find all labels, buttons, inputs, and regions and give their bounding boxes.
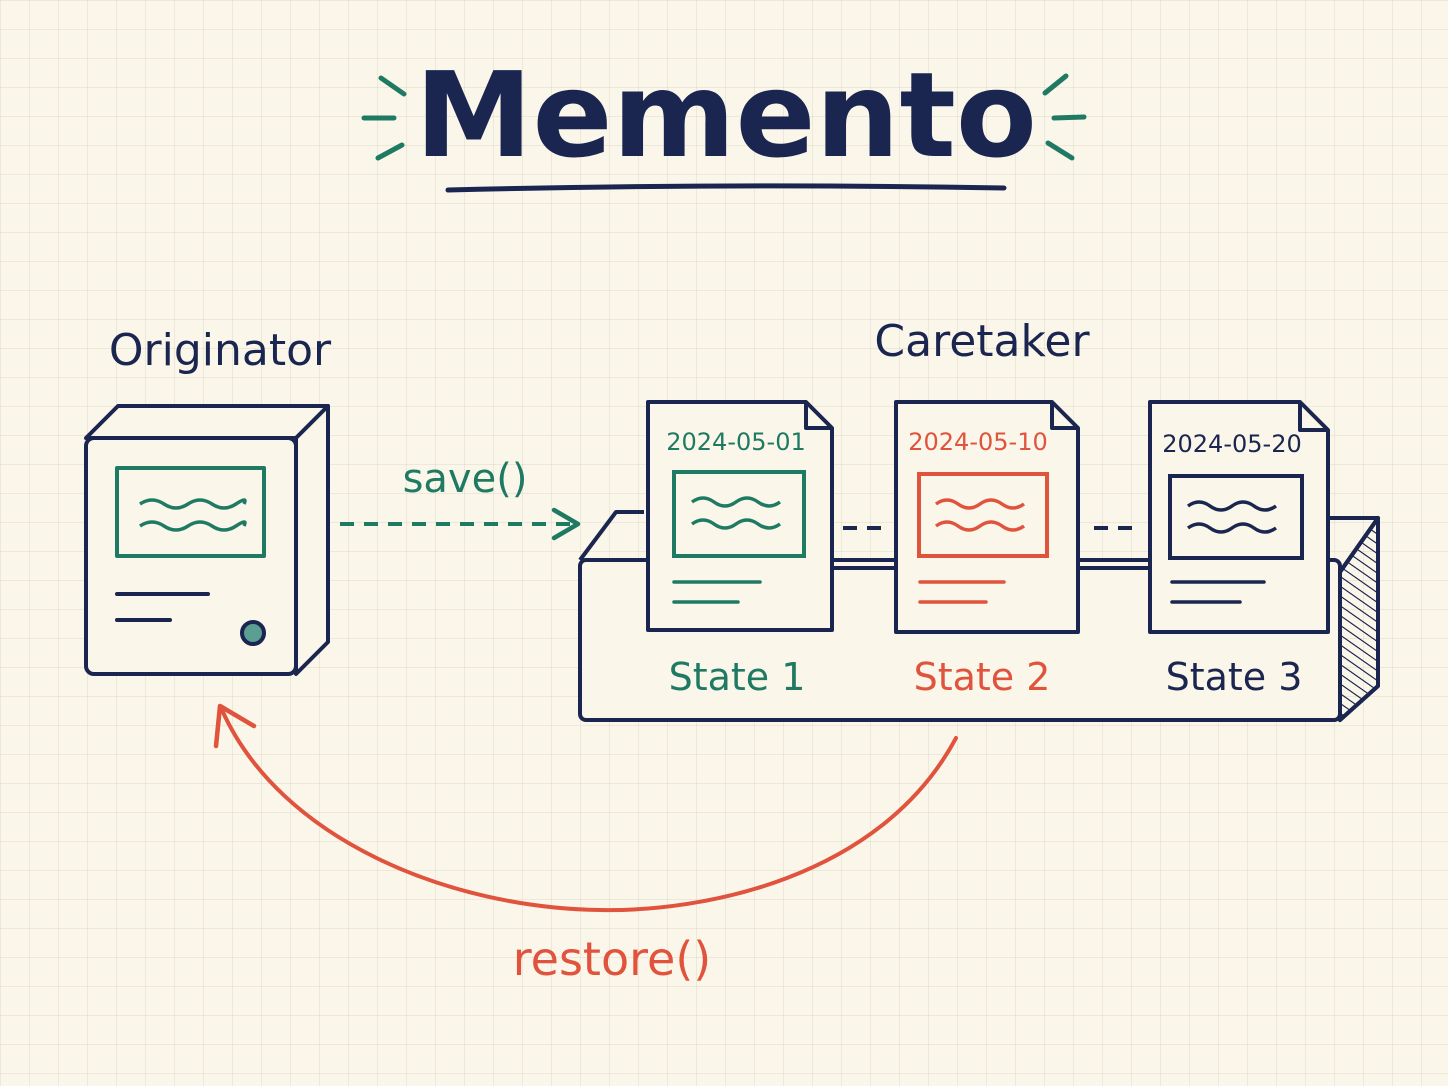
caretaker: Caretaker 2024-05-01 State 1 [578,316,1380,722]
folded-corner-icon [804,402,832,430]
diagram-title: Memento [415,46,1037,184]
state-label: State 3 [1166,655,1303,699]
state-card-2: 2024-05-10 State 2 [894,400,1080,699]
title-underline [445,183,1007,193]
title-group: Memento [361,46,1087,193]
folded-corner-icon [1298,402,1328,432]
state-label: State 2 [914,655,1051,699]
restore-arrow: restore() [213,703,958,986]
save-arrowhead-icon [551,507,581,541]
state-card-3: 2024-05-20 State 3 [1148,400,1330,699]
state-label: State 1 [669,655,806,699]
title-sparkle-left-icon [361,75,407,161]
state-date: 2024-05-01 [666,428,805,456]
folded-corner-icon [1050,402,1078,430]
state-card-1: 2024-05-01 State 1 [646,400,834,699]
originator-device-icon [84,404,330,676]
restore-label: restore() [513,932,711,986]
originator: Originator [84,325,332,676]
title-sparkle-right-icon [1042,73,1087,161]
originator-label: Originator [109,325,332,376]
save-label: save() [403,456,528,502]
state-connectors [833,526,1150,570]
state-date: 2024-05-20 [1162,430,1301,458]
state-date: 2024-05-10 [908,428,1047,456]
save-arrow: save() [340,456,581,541]
caretaker-label: Caretaker [874,316,1090,367]
restore-arrowhead-icon [213,703,257,749]
